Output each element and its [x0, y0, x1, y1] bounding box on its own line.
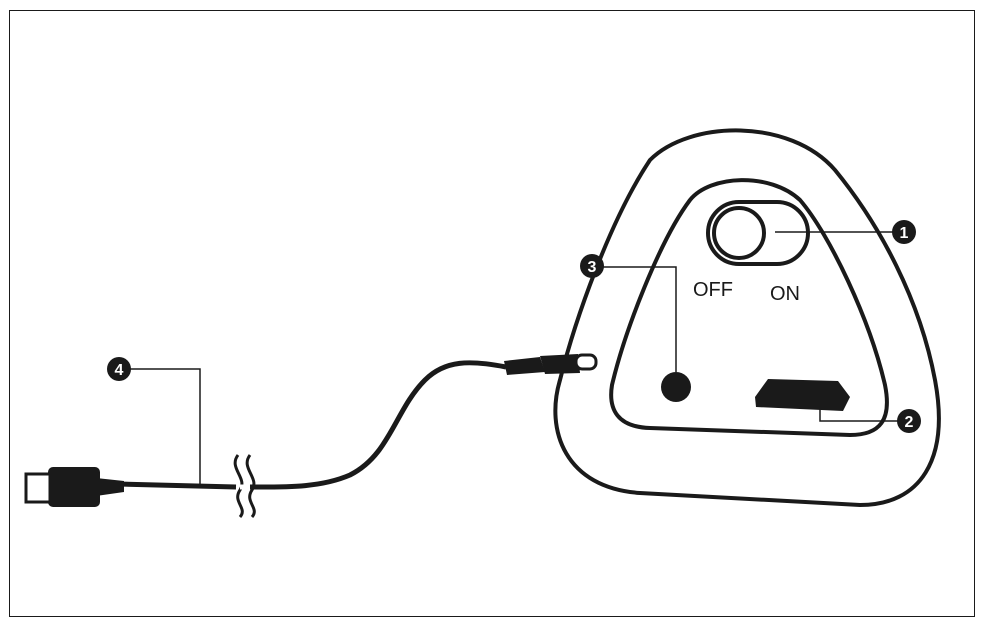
svg-text:1: 1 [900, 225, 909, 242]
svg-text:4: 4 [115, 362, 124, 379]
leader-lines [130, 231, 898, 488]
callout-1: 1 [892, 220, 916, 244]
cable-break-icon [233, 454, 256, 518]
usb-connector-icon [24, 467, 124, 507]
rectangular-port [755, 379, 850, 411]
svg-text:3: 3 [588, 259, 597, 276]
device-inner-panel [609, 178, 889, 438]
device-outer-body [553, 128, 941, 508]
figure-frame [9, 10, 975, 617]
dc-plug-icon [504, 353, 598, 375]
switch-off-label: OFF [693, 279, 733, 301]
svg-text:2: 2 [905, 414, 914, 431]
callout-3: 3 [580, 254, 604, 278]
cable [249, 360, 507, 490]
callout-2: 2 [897, 409, 921, 433]
switch-on-label: ON [770, 283, 800, 305]
callout-4: 4 [107, 357, 131, 381]
round-port [661, 372, 691, 402]
cable-left-segment [117, 481, 237, 490]
power-switch-icon [706, 200, 810, 266]
